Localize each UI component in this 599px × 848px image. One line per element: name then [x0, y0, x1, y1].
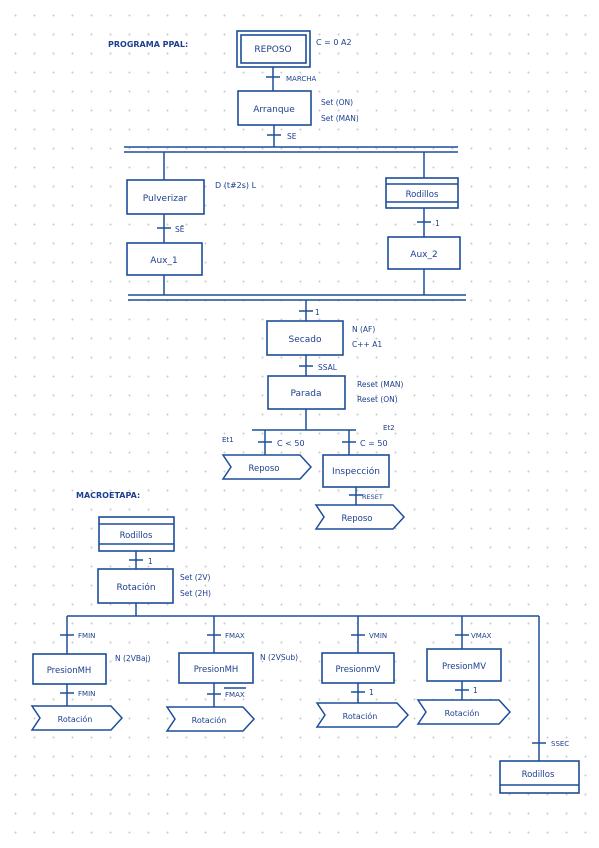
presion-mh-baja-action: N (2VBaj) [115, 654, 151, 663]
parada-action-1: Reset (MAN) [357, 380, 403, 389]
transition-one-a: 1 [369, 688, 374, 697]
transition-se-negated: SĒ [175, 225, 185, 234]
transition-se: SE [287, 132, 297, 141]
jump-rotacion-d[interactable]: Rotación [416, 699, 512, 725]
step-reposo-initial[interactable]: REPOSO [236, 30, 311, 68]
jump-rotacion-b-label: Rotación [192, 715, 227, 725]
step-aux2-label: Aux_2 [410, 250, 437, 260]
jump-reposo-b-label: Reposo [342, 514, 373, 524]
jump-reposo-a[interactable]: Reposo [221, 454, 313, 480]
jump-tag-et2: Et2 [383, 424, 395, 432]
jump-rotacion-c[interactable]: Rotación [315, 702, 410, 728]
jump-rotacion-b[interactable]: Rotación [165, 706, 256, 732]
jump-tag-et1: Et1 [222, 436, 234, 444]
step-secado[interactable]: Secado [266, 320, 344, 356]
transition-vmin: VMIN [369, 632, 387, 640]
step-secado-label: Secado [289, 335, 322, 345]
rotacion-action-1: Set (2V) [180, 573, 211, 582]
main-program-heading: PROGRAMA PPAL: [108, 40, 188, 49]
rotacion-action-2: Set (2H) [180, 589, 211, 598]
parada-action-2: Reset (ON) [357, 395, 398, 404]
step-pulverizar[interactable]: Pulverizar [126, 179, 205, 215]
step-pulverizar-label: Pulverizar [143, 194, 188, 204]
transition-ssal: SSAL [318, 363, 338, 372]
transition-vmax: VMAX [471, 632, 492, 640]
transition-marcha: MARCHA [286, 75, 316, 83]
step-presion-mv-max-label: PresionMV [442, 662, 486, 672]
step-aux1-label: Aux_1 [150, 256, 177, 266]
macrostep-output-label: Rodillos [522, 770, 555, 780]
transition-fmin-b: FMIN [78, 690, 95, 698]
reposo-action: C = 0 A2 [316, 38, 352, 47]
step-reposo-label: REPOSO [254, 45, 291, 55]
step-rotacion[interactable]: Rotación [97, 568, 174, 604]
transition-macro-1: 1 [148, 557, 153, 566]
macrostep-input-label: Rodillos [120, 531, 153, 541]
macrostep-input-rodillos[interactable]: Rodillos [98, 516, 175, 552]
jump-rotacion-d-label: Rotación [445, 708, 480, 718]
step-presion-mv-max[interactable]: PresionMV [426, 648, 502, 682]
step-parada[interactable]: Parada [267, 375, 346, 410]
pulverizar-action: D (t#2s) L [215, 181, 257, 190]
transition-reset: RESET [362, 493, 383, 501]
step-inspeccion[interactable]: Inspección [322, 454, 390, 488]
transition-c-eq-50: C = 50 [360, 439, 388, 448]
jump-reposo-b[interactable]: Reposo [314, 504, 406, 530]
transition-ssec: SSEC [551, 740, 569, 748]
transition-fmax: FMAX [225, 632, 245, 640]
step-presion-mv-min-label: PresionmV [336, 665, 381, 675]
transition-one-b: 1 [473, 686, 478, 695]
jump-reposo-a-label: Reposo [249, 464, 280, 474]
macrostep-heading: MACROETAPA: [76, 491, 140, 500]
step-presion-mv-min[interactable]: PresionmV [321, 652, 395, 684]
step-aux2[interactable]: Aux_2 [387, 236, 461, 270]
jump-rotacion-c-label: Rotación [343, 711, 378, 721]
step-arranque[interactable]: Arranque [237, 90, 312, 126]
transition-join: 1 [315, 308, 320, 317]
presion-mh-sube-action: N (2VSub) [260, 653, 298, 662]
step-aux1[interactable]: Aux_1 [126, 242, 203, 276]
step-rotacion-label: Rotación [116, 582, 155, 593]
transition-fmin: FMIN [78, 632, 95, 640]
step-presion-mh-sube[interactable]: PresionMH [178, 652, 254, 684]
arranque-action-2: Set (MAN) [321, 114, 359, 123]
transition-1: 1 [435, 219, 440, 228]
jump-rotacion-a-label: Rotación [58, 714, 93, 724]
macrostep-output-rodillos[interactable]: Rodillos [499, 760, 580, 794]
jump-rotacion-a[interactable]: Rotación [30, 705, 124, 731]
step-inspeccion-label: Inspección [332, 466, 380, 477]
step-presion-mh-baja[interactable]: PresionMH [32, 653, 107, 685]
macrostep-rodillos[interactable]: Rodillos [385, 177, 459, 209]
step-arranque-label: Arranque [253, 105, 295, 115]
transition-fmax-negated: FMAX [225, 691, 245, 699]
arranque-action-1: Set (ON) [321, 98, 353, 107]
step-presion-mh-sube-label: PresionMH [194, 665, 239, 675]
step-parada-label: Parada [291, 389, 322, 399]
macrostep-rodillos-label: Rodillos [406, 190, 439, 200]
secado-action-2: C++ A1 [352, 340, 382, 349]
step-presion-mh-baja-label: PresionMH [47, 666, 92, 676]
secado-action-1: N (AF) [352, 325, 375, 334]
transition-c-lt-50: C < 50 [277, 439, 305, 448]
